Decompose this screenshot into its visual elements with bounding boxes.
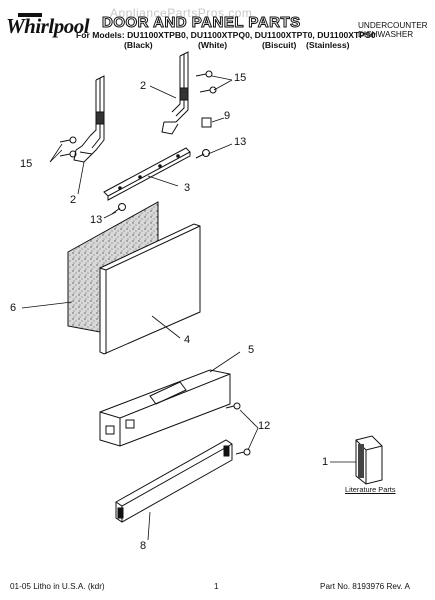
callout-9: 9 <box>224 110 231 122</box>
page-title: DOOR AND PANEL PARTS <box>102 14 301 32</box>
callout-15-top: 15 <box>234 72 247 84</box>
kick-plate <box>115 439 233 523</box>
variant-black: (Black) <box>124 40 153 50</box>
mounting-rail <box>103 147 191 201</box>
models-line: For Models: DU1100XTPB0, DU1100XTPQ0, DU… <box>76 30 376 40</box>
leader-lines <box>21 75 356 541</box>
footer-page-number: 1 <box>214 582 219 591</box>
brand-logo-swoosh <box>18 13 42 17</box>
toe-panel <box>99 369 231 447</box>
callout-8: 8 <box>140 540 147 552</box>
callout-15-left: 15 <box>20 158 33 170</box>
screw-right <box>195 149 210 159</box>
callout-3: 3 <box>184 182 191 194</box>
footer-part-number: Part No. 8193976 Rev. A <box>320 582 410 591</box>
callout-6: 6 <box>10 302 17 314</box>
callout-12: 12 <box>258 420 271 432</box>
screws-top-right <box>195 70 217 94</box>
right-hinge-bracket <box>161 51 189 135</box>
variant-stainless: (Stainless) <box>306 40 350 50</box>
screws-left <box>59 136 77 158</box>
door-panel <box>99 223 201 355</box>
callout-2-top: 2 <box>140 80 147 92</box>
screws-toe-panel <box>225 402 251 456</box>
watermark-text: AppliancePartsPros.com <box>110 6 253 20</box>
brand-logo: Whirlpool <box>6 14 90 38</box>
left-hinge-bracket <box>73 75 105 163</box>
callout-13-left: 13 <box>90 214 103 226</box>
callout-2-mid: 2 <box>70 194 77 206</box>
variant-biscuit: (Biscuit) <box>262 40 297 50</box>
literature-booklet <box>355 435 383 485</box>
clip-part <box>201 117 212 128</box>
category-line-2: DISHWASHER <box>358 30 414 39</box>
variant-white: (White) <box>198 40 228 50</box>
screw-left <box>111 203 126 215</box>
callout-13-right: 13 <box>234 136 247 148</box>
category-line-1: UNDERCOUNTER <box>358 21 428 30</box>
callout-4: 4 <box>184 334 191 346</box>
literature-parts-label: Literature Parts <box>345 485 396 494</box>
footer-print-info: 01-05 Litho in U.S.A. (kdr) <box>10 582 105 591</box>
callout-1: 1 <box>322 456 329 468</box>
callout-5: 5 <box>248 344 255 356</box>
